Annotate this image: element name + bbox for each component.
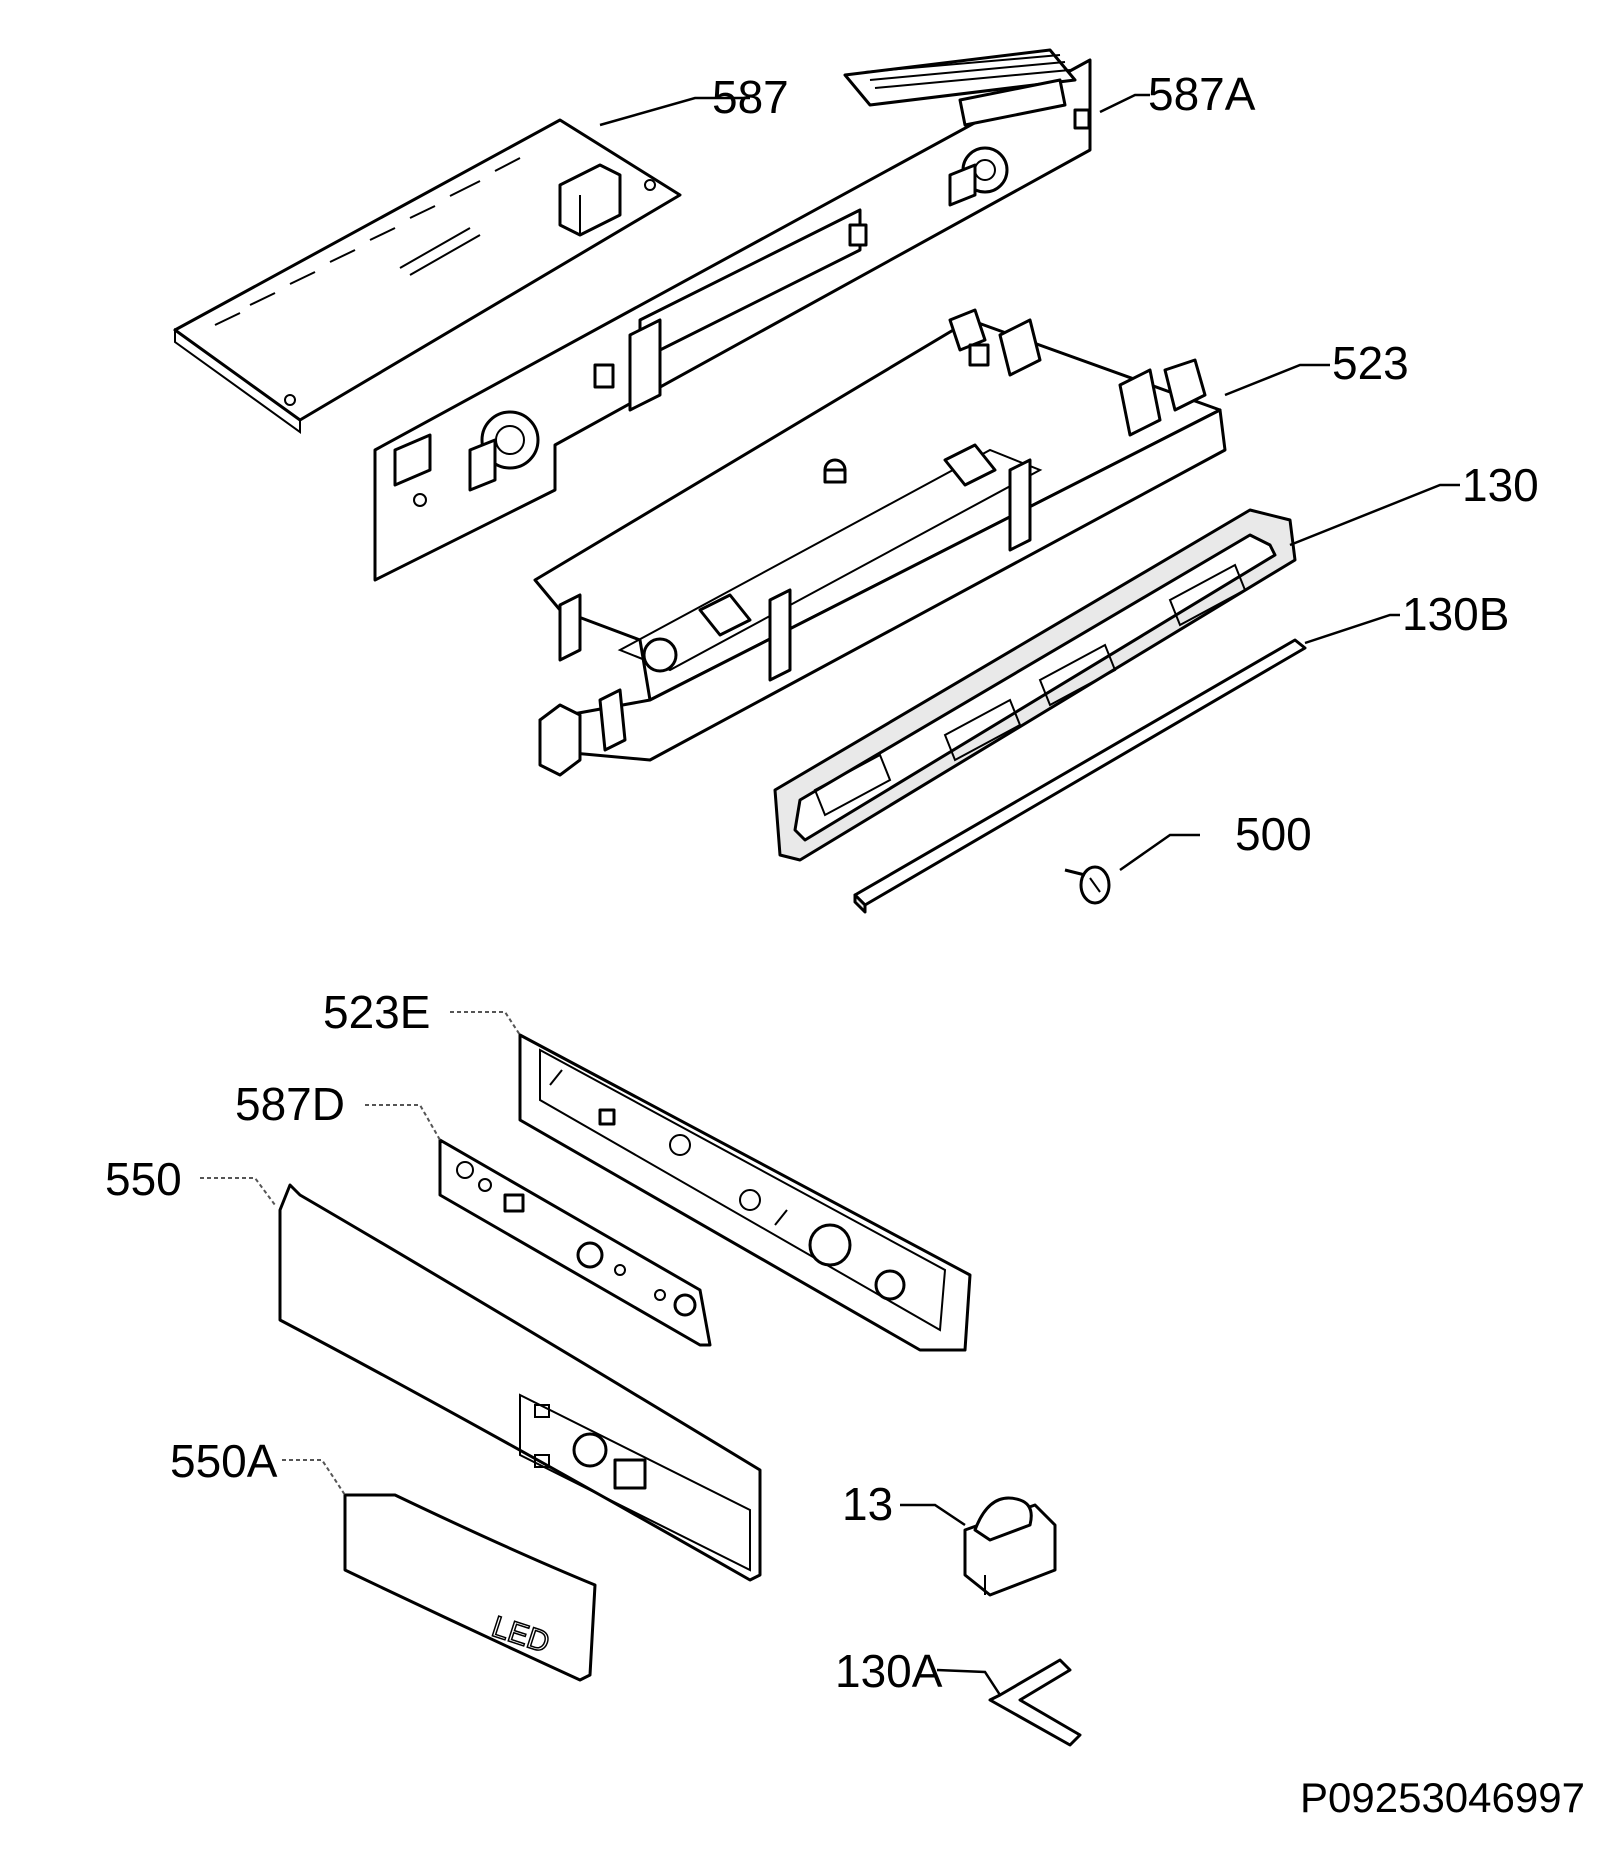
- label-550: 550: [105, 1153, 182, 1205]
- part-550a-led-cover: LED: [343, 1493, 597, 1682]
- part-587a-frame: [373, 48, 1092, 582]
- label-130: 130: [1462, 459, 1539, 511]
- part-523-housing-tray: [533, 308, 1227, 777]
- part-13-switch: [963, 1496, 1057, 1597]
- label-13: 13: [842, 1478, 893, 1530]
- part-130a-l-seal: [988, 1658, 1082, 1747]
- part-550-front-cover: [278, 1183, 762, 1582]
- part-523e-front-panel: [518, 1033, 972, 1352]
- callout-labels: 587 587A 523 130 130B 500 523E 587D 550 …: [105, 68, 1539, 1697]
- part-130b-seal-strip: [853, 638, 1307, 914]
- label-587a: 587A: [1148, 68, 1256, 120]
- label-523e: 523E: [323, 986, 430, 1038]
- label-130b: 130B: [1402, 588, 1509, 640]
- part-587d-display-pcb: [438, 1138, 712, 1347]
- label-500: 500: [1235, 808, 1312, 860]
- label-550a: 550A: [170, 1435, 278, 1487]
- label-523: 523: [1332, 337, 1409, 389]
- part-500-screw: [1064, 865, 1111, 905]
- label-130a: 130A: [835, 1645, 943, 1697]
- leader-lines: [200, 93, 1460, 1696]
- label-587: 587: [712, 71, 789, 123]
- drawing-code: P09253046997: [1300, 1774, 1585, 1821]
- part-130-bezel-frame: [773, 508, 1297, 862]
- label-587d: 587D: [235, 1078, 345, 1130]
- part-587-pcb-board: [173, 118, 682, 434]
